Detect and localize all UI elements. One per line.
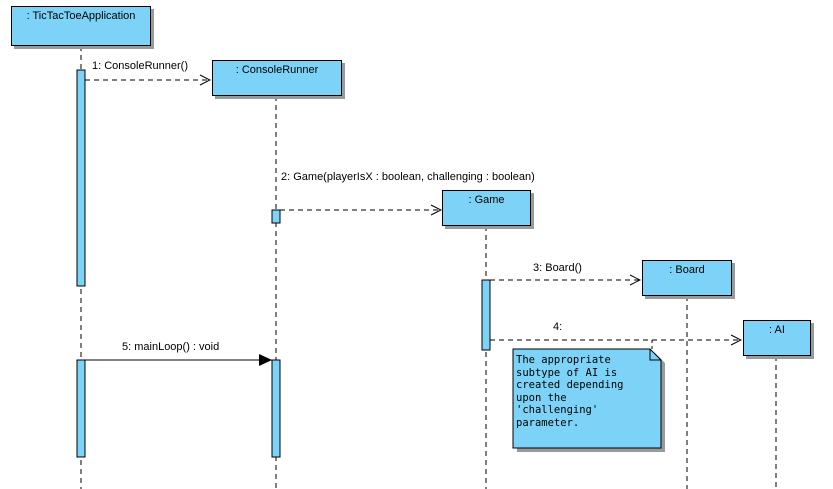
object-ai: : AI: [743, 320, 811, 356]
note-fold: [649, 349, 661, 361]
object-label-ai: : AI: [769, 324, 785, 336]
object-board: : Board: [642, 260, 732, 296]
activation-app-1: [76, 69, 86, 287]
activation-app-2: [76, 359, 86, 458]
activation-runner-2: [271, 359, 281, 458]
object-label-app: : TicTacToeApplication: [26, 10, 136, 22]
activation-game: [481, 279, 491, 351]
note-text: The appropriate subtype of AI is created…: [516, 354, 624, 429]
activation-runner-1: [271, 209, 281, 224]
object-runner: : ConsoleRunner: [212, 60, 342, 96]
message-label-5: 5: mainLoop() : void: [122, 341, 220, 353]
message-label-4: 4:: [553, 321, 563, 333]
message-label-3: 3: Board(): [533, 262, 582, 274]
message-label-2: 2: Game(playerIsX : boolean, challenging…: [281, 171, 535, 183]
object-label-runner: : ConsoleRunner: [235, 64, 319, 76]
object-app: : TicTacToeApplication: [11, 6, 151, 46]
message-label-1: 1: ConsoleRunner(): [92, 60, 188, 72]
note-box: [512, 348, 662, 449]
object-label-game: : Game: [468, 194, 505, 206]
object-label-board: : Board: [669, 264, 705, 276]
object-game: : Game: [442, 190, 531, 226]
